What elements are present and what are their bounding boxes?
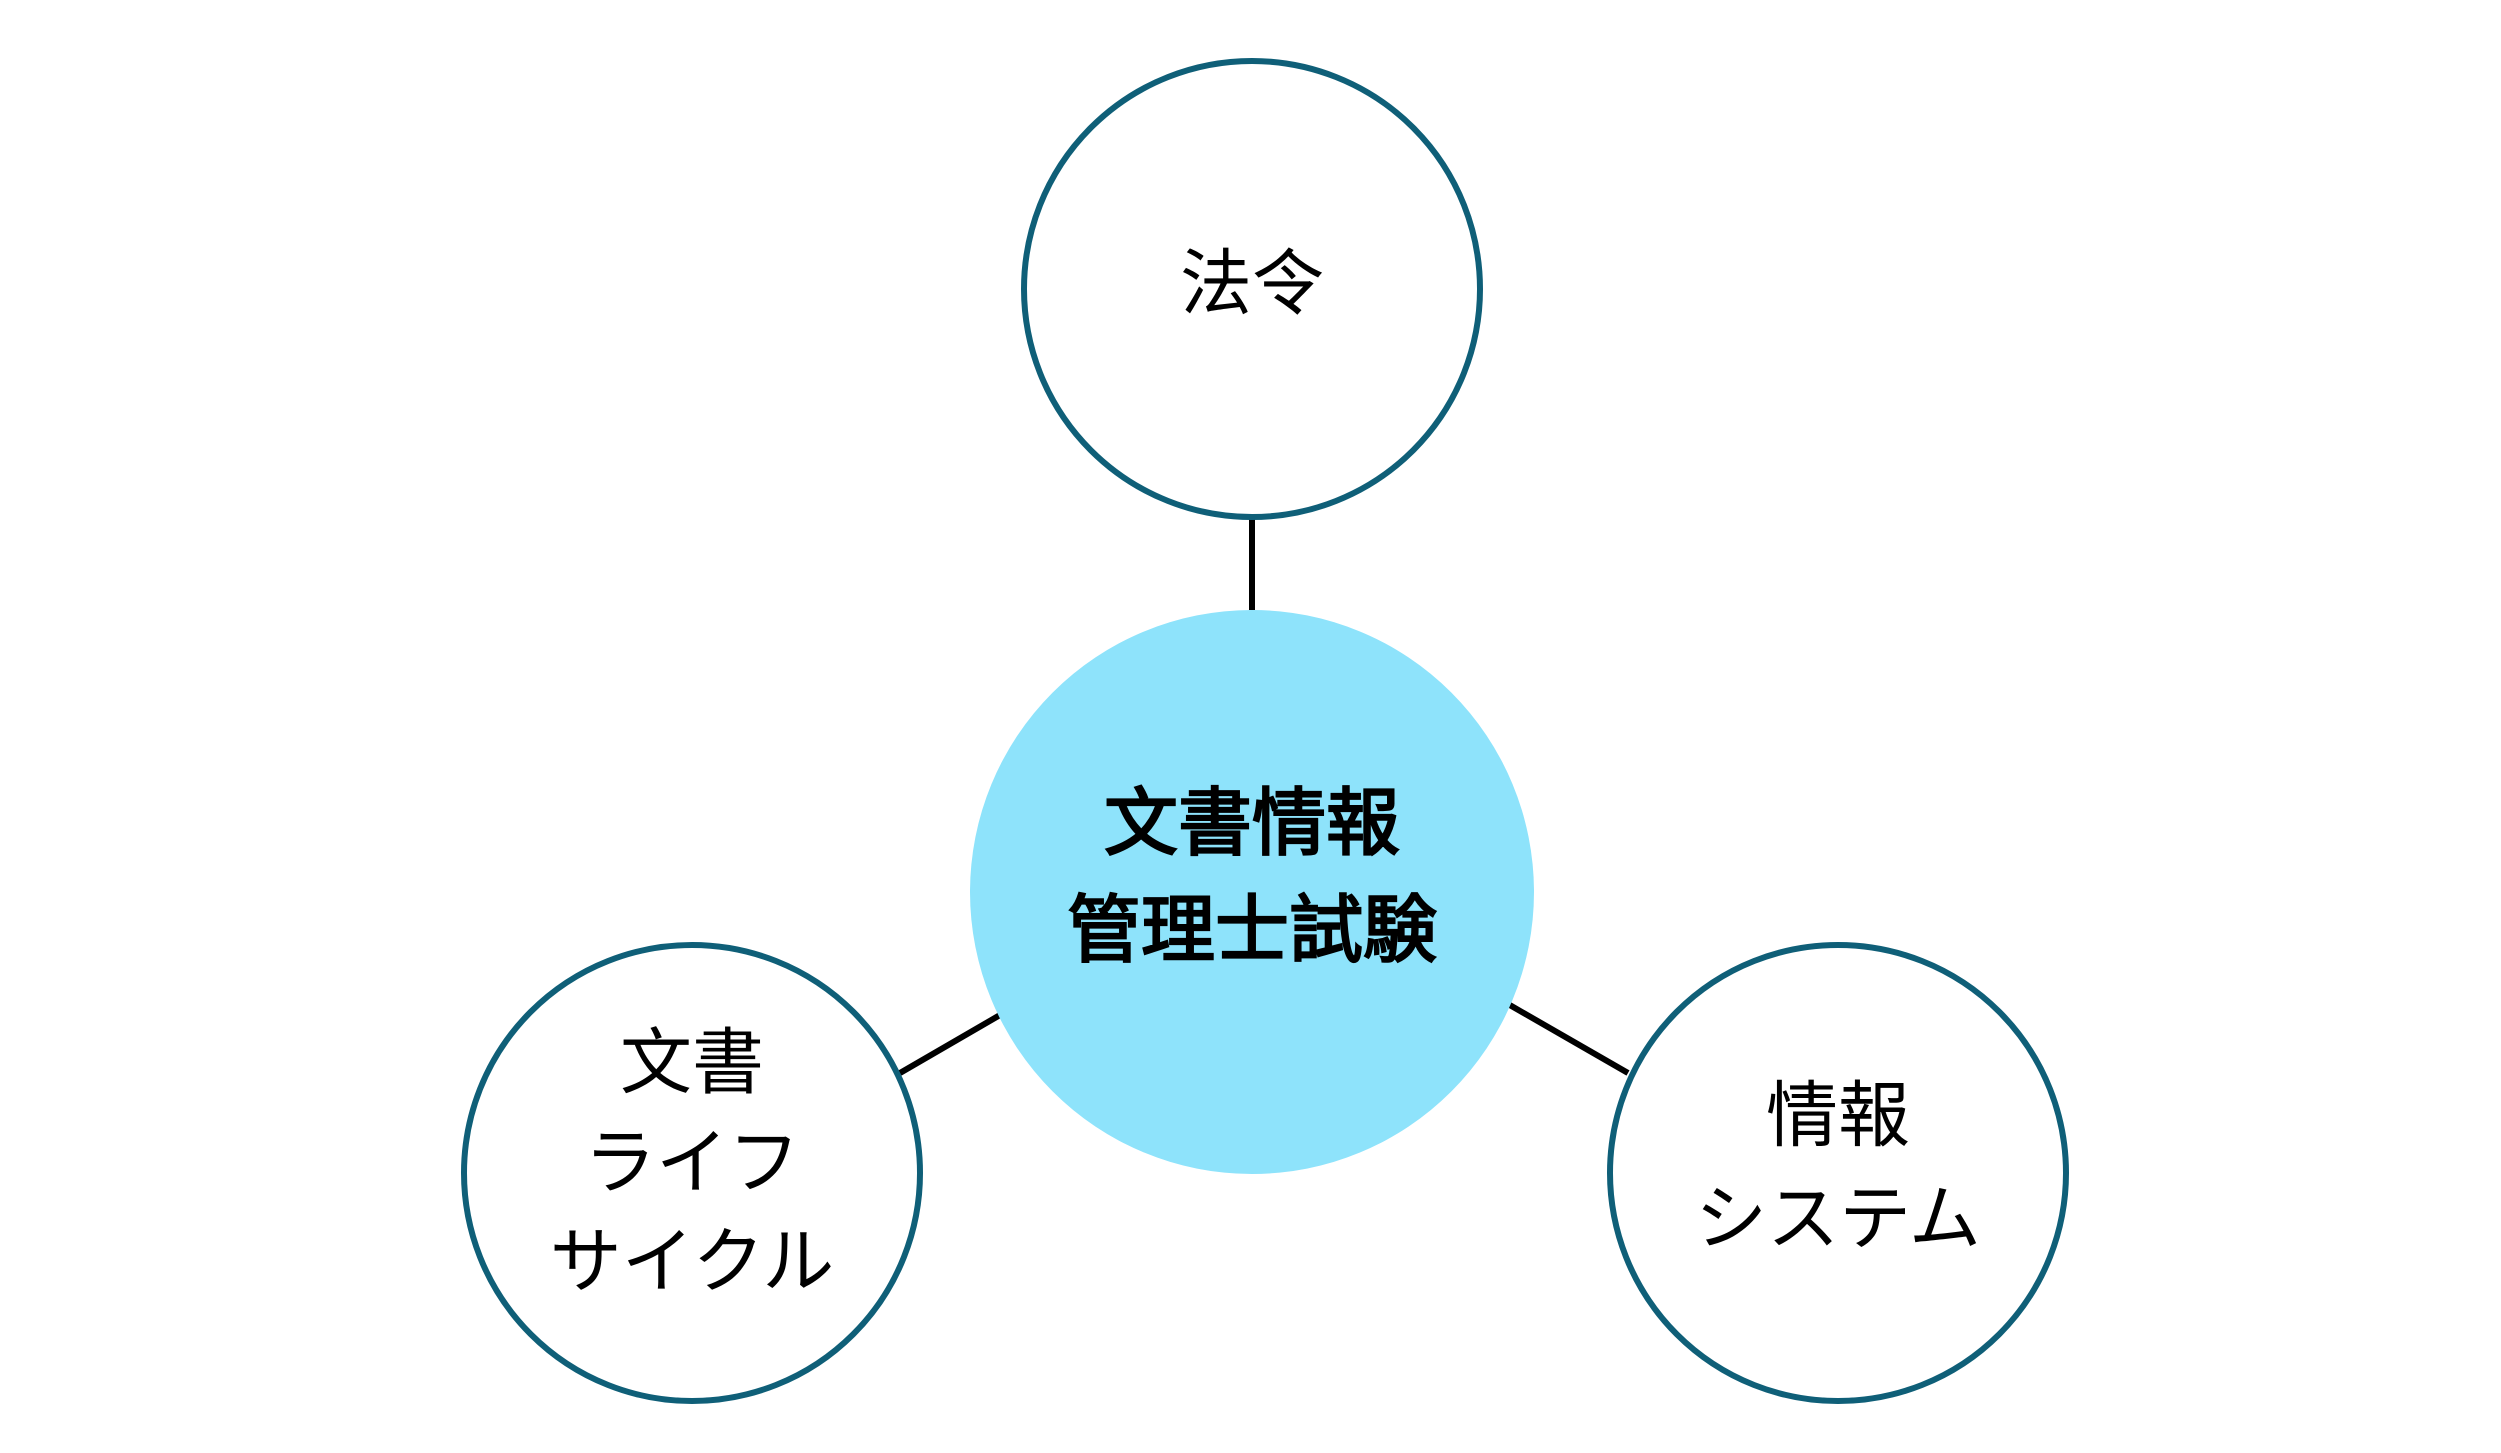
node-right-label-line-1: 情報 [1766,1074,1910,1158]
center-label-line-1: 文書情報 [1104,781,1400,867]
node-left-label-line-1: 文書 [620,1021,764,1105]
node-left-circle [461,942,923,1404]
center-circle [970,610,1534,1174]
node-top-label-line-1: 法令 [1180,242,1324,326]
center-label-line-2: 管理士試験 [1067,888,1438,974]
node-top-circle [1021,58,1483,520]
node-left-label-line-2: ライフ [584,1121,800,1205]
node-left-label-line-3: サイクル [550,1220,834,1304]
connector-left [898,1012,1002,1076]
node-right-label-line-2: システム [1695,1177,1981,1261]
connector-right [1506,1001,1630,1076]
node-right-circle [1607,942,2069,1404]
